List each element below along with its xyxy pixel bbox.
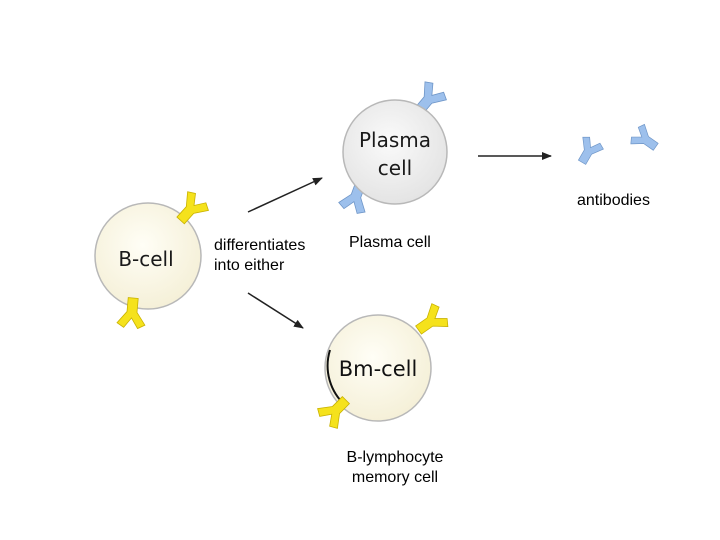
differentiates-caption-line2: into either	[214, 257, 285, 274]
b-cell: B-cell	[94, 188, 212, 330]
bm-cell-label: Bm-cell	[339, 357, 418, 381]
bm-cell: Bm-cell	[314, 300, 452, 432]
plasma-cell-caption: Plasma cell	[349, 233, 431, 253]
memory-cell-caption: B-lymphocyte memory cell	[325, 448, 465, 488]
b-cell-body	[94, 202, 202, 310]
arrow-to-bm-cell	[247, 292, 304, 329]
plasma-cell-caption-text: Plasma cell	[349, 234, 431, 251]
differentiates-caption: differentiates into either	[214, 236, 305, 276]
arrow-to-plasma-cell	[247, 177, 323, 213]
memory-cell-caption-line1: B-lymphocyte	[346, 449, 444, 466]
antibody-icon	[627, 122, 663, 157]
plasma-cell-label-line2: cell	[378, 156, 412, 180]
plasma-cell: Plasma cell	[336, 78, 450, 217]
differentiates-caption-line1: differentiates	[214, 237, 306, 254]
antibodies-caption: antibodies	[577, 191, 650, 211]
memory-cell-caption-line2: memory cell	[351, 469, 439, 486]
b-cell-label: B-cell	[118, 247, 173, 271]
antibodies-caption-text: antibodies	[577, 192, 650, 209]
antibody-icon	[571, 133, 606, 169]
bm-cell-body	[324, 314, 432, 422]
plasma-cell-body	[342, 99, 448, 205]
plasma-cell-label-line1: Plasma	[359, 128, 431, 152]
